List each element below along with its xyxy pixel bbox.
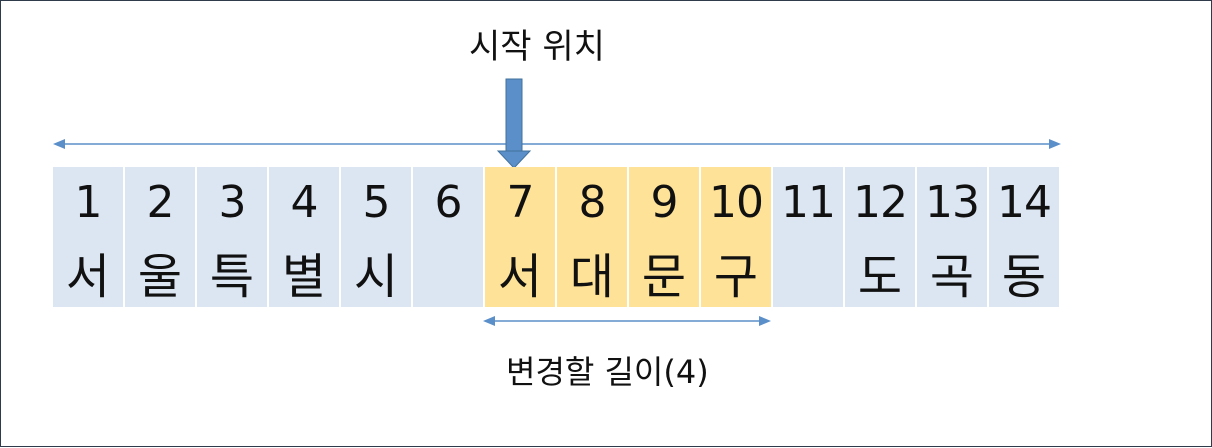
character-cell: 서 bbox=[53, 237, 125, 307]
position-number-cell: 12 bbox=[845, 167, 917, 237]
position-number-cell: 14 bbox=[989, 167, 1061, 237]
start-position-label: 시작 위치 bbox=[469, 27, 605, 67]
character-cell: 동 bbox=[989, 237, 1061, 307]
character-cell: 도 bbox=[845, 237, 917, 307]
position-number-cell: 1 bbox=[53, 167, 125, 237]
position-number-cell: 6 bbox=[413, 167, 485, 237]
position-number-cell: 3 bbox=[197, 167, 269, 237]
character-cell: 서 bbox=[485, 237, 557, 307]
character-cell: 울 bbox=[125, 237, 197, 307]
character-cell: 대 bbox=[557, 237, 629, 307]
character-cell bbox=[413, 237, 485, 307]
position-number-cell: 10 bbox=[701, 167, 773, 237]
position-number-cell: 4 bbox=[269, 167, 341, 237]
character-cell: 별 bbox=[269, 237, 341, 307]
position-number-cell: 9 bbox=[629, 167, 701, 237]
character-cell: 구 bbox=[701, 237, 773, 307]
character-cell bbox=[773, 237, 845, 307]
full-length-double-arrow bbox=[53, 139, 1061, 149]
position-number-cell: 13 bbox=[917, 167, 989, 237]
position-number-cell: 11 bbox=[773, 167, 845, 237]
position-number-cell: 8 bbox=[557, 167, 629, 237]
character-cell: 문 bbox=[629, 237, 701, 307]
character-cell: 특 bbox=[197, 237, 269, 307]
change-length-label: 변경할 길이(4) bbox=[506, 353, 709, 391]
position-number-cell: 2 bbox=[125, 167, 197, 237]
change-length-double-arrow bbox=[483, 316, 771, 326]
character-cell: 곡 bbox=[917, 237, 989, 307]
character-cell: 시 bbox=[341, 237, 413, 307]
start-position-arrow bbox=[496, 78, 532, 169]
position-number-cell: 5 bbox=[341, 167, 413, 237]
position-number-cell: 7 bbox=[485, 167, 557, 237]
